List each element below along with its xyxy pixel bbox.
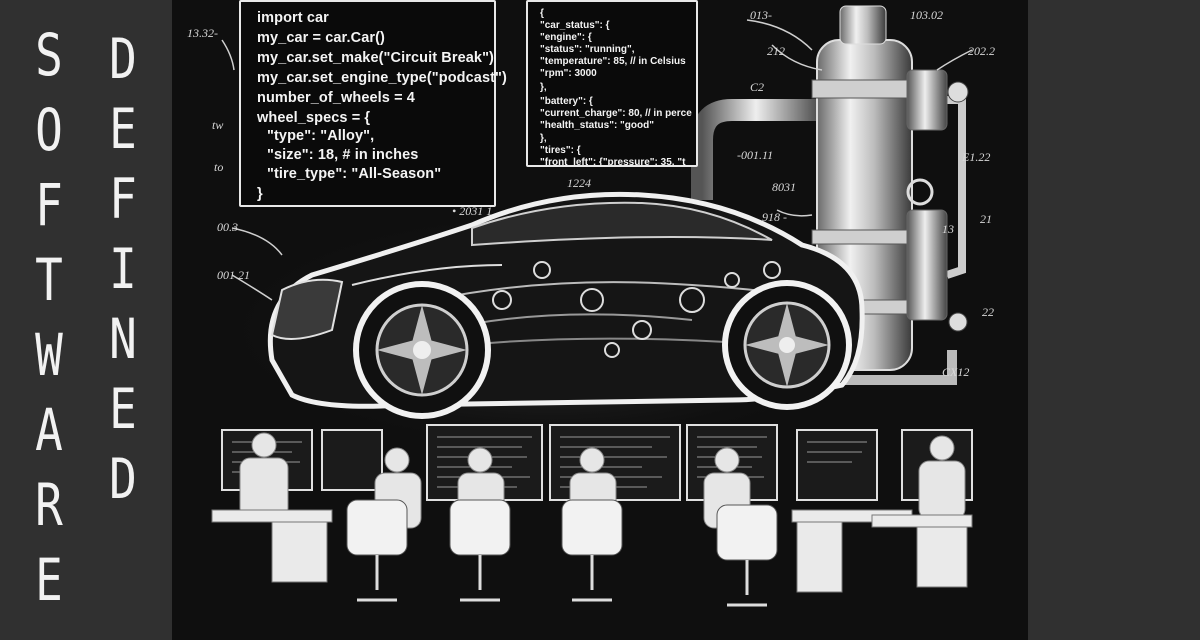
code-line: } (257, 186, 263, 202)
annotation-label: 212 (767, 44, 785, 58)
annotation-label: 13.32- (187, 26, 218, 40)
annotation-label: 00.3 (217, 220, 238, 234)
title-letter: A (35, 396, 63, 464)
code-line: "status": "running", (540, 44, 635, 55)
code-line: }, (540, 82, 547, 93)
annotation-label: tw (212, 118, 224, 132)
annotation-label: to (214, 160, 224, 174)
annotation-label: E1.22 (962, 150, 991, 164)
title-letter: W (35, 321, 63, 389)
code-window-status: { "car_status": { "engine": { "status": … (526, 0, 698, 167)
desks (211, 509, 973, 593)
code-line: wheel_specs = { (257, 110, 371, 126)
code-line: { (540, 8, 544, 19)
title-letter: F (35, 171, 63, 239)
code-line: "type": "Alloy", (267, 128, 375, 144)
title-letter: O (35, 96, 63, 164)
code-window-main: import car my_car = car.Car() my_car.set… (239, 0, 507, 207)
title-letter: F (109, 166, 137, 232)
title-letter: S (35, 21, 63, 89)
engineers (239, 432, 966, 529)
annotation-label: 001 21 (217, 268, 250, 282)
code-line: "rpm": 3000 (540, 68, 597, 79)
annotation-label: 202.2 (968, 44, 995, 58)
annotation-label: CX12 (942, 365, 970, 379)
title-letter: E (109, 376, 137, 442)
title-letter: E (35, 546, 63, 614)
code-line: my_car = car.Car() (257, 30, 385, 46)
code-line: "car_status": { (540, 20, 610, 31)
code-line: "health_status": "good" (540, 120, 654, 131)
code-line: "temperature": 85, // in Celsius (540, 56, 686, 67)
illustration-drawing (211, 5, 973, 607)
chairs (346, 499, 778, 607)
code-line: "front_left": {"pressure": 35, "t (540, 157, 686, 167)
title-letter: N (109, 306, 137, 372)
title-letter: R (35, 471, 63, 539)
title-defined: D E F I N E D (96, 24, 150, 514)
code-line: my_car.set_make("Circuit Break") (257, 50, 494, 66)
title-software: S O F T W A R E (22, 18, 76, 618)
annotation-label: 22 (982, 305, 994, 319)
code-line: "tire_type": "All-Season" (267, 166, 442, 182)
blueprint-illustration: import car my_car = car.Car() my_car.set… (172, 0, 1028, 640)
code-line: "battery": { (540, 96, 593, 107)
code-line: "engine": { (540, 32, 592, 43)
annotation-label: 1224 (567, 176, 591, 190)
code-line: "tires": { (540, 145, 581, 156)
code-line: }, (540, 133, 547, 144)
annotation-label: 21 (980, 212, 992, 226)
annotation-label: 13 (942, 222, 954, 236)
title-letter: T (35, 246, 63, 314)
annotation-arrows (221, 19, 973, 301)
right-title-panel: C A R S (1028, 0, 1200, 640)
left-title-panel: S O F T W A R E D E F I N E D (0, 0, 172, 640)
code-line: my_car.set_engine_type("podcast") (257, 70, 507, 86)
annotation-label: C2 (750, 80, 765, 94)
title-letter: D (109, 26, 137, 92)
code-line: import car (257, 10, 329, 26)
code-line: "size": 18, # in inches (267, 147, 419, 163)
title-letter: I (109, 236, 137, 302)
annotation-label: 013- (750, 8, 772, 22)
annotation-label: 8031 (772, 180, 796, 194)
annotation-label: • 2031 1 (452, 204, 493, 218)
code-line: number_of_wheels = 4 (257, 90, 415, 106)
annotation-label: 103.02 (910, 8, 943, 22)
title-letter: D (109, 446, 137, 512)
annotation-label: 918 - (762, 210, 787, 224)
car-illustration (267, 191, 865, 419)
code-line: "current_charge": 80, // in perce (540, 108, 692, 119)
title-letter: E (109, 96, 137, 162)
annotation-label: -001.11 (737, 148, 774, 162)
